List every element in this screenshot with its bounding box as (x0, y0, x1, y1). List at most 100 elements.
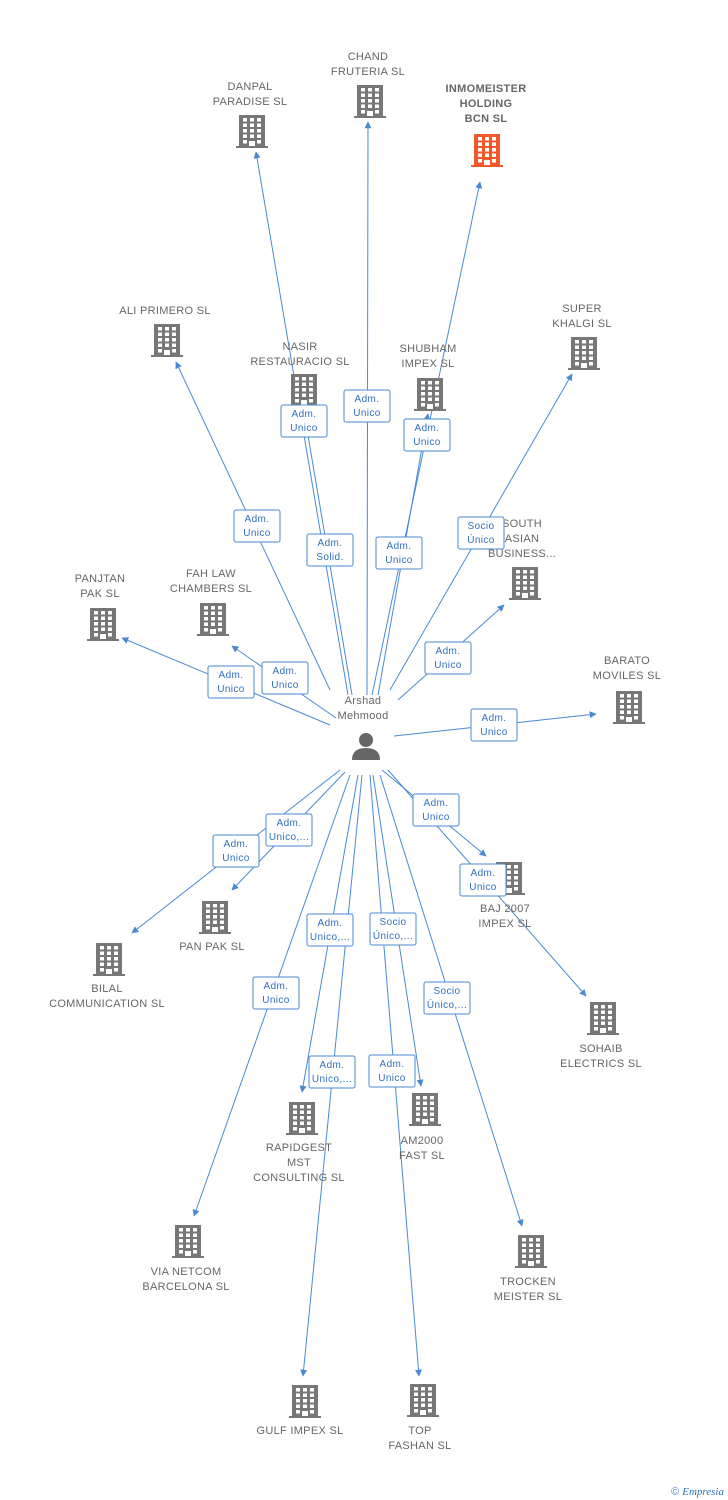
edge-label-nasir[interactable]: Adm.Unico (280, 404, 328, 438)
node-topfashan[interactable]: TOP FASHAN SL (388, 1384, 451, 1452)
node-label[interactable]: AM2000 (401, 1135, 444, 1147)
node-trocken[interactable]: TROCKEN MEISTER SL (494, 1235, 562, 1303)
node-label[interactable]: BARCELONA SL (142, 1281, 229, 1293)
node-label[interactable]: RESTAURACIO SL (250, 356, 349, 368)
node-label[interactable]: INMOMEISTER (446, 83, 527, 95)
node-label[interactable]: IMPEX SL (478, 918, 531, 930)
node-label[interactable]: FAST SL (399, 1150, 445, 1162)
building-icon[interactable] (286, 1102, 318, 1135)
edge-label-inmomeister[interactable]: Adm.Unico (403, 418, 451, 452)
node-label[interactable]: BARATO (604, 655, 650, 667)
node-label[interactable]: PANJTAN (75, 573, 126, 585)
node-label[interactable]: CHAMBERS SL (170, 583, 252, 595)
node-label[interactable]: MOVILES SL (593, 670, 661, 682)
building-icon[interactable] (289, 1385, 321, 1418)
edge-label-panpak[interactable]: Adm.Unico,... (265, 813, 313, 847)
building-icon[interactable] (471, 134, 503, 167)
edge-label-topfashan[interactable]: Adm.Unico (368, 1054, 416, 1088)
building-icon[interactable] (87, 608, 119, 641)
brand-name[interactable]: Empresia (682, 1486, 724, 1498)
node-bilal[interactable]: BILAL COMMUNICATION SL (49, 943, 165, 1010)
node-label[interactable]: BAJ 2007 (480, 903, 530, 915)
node-label[interactable]: MST (287, 1157, 311, 1169)
node-label[interactable]: ELECTRICS SL (560, 1058, 642, 1070)
building-icon[interactable] (236, 115, 268, 148)
node-vianetcom[interactable]: VIA NETCOM BARCELONA SL (142, 1225, 229, 1293)
edge-label-chand[interactable]: Adm.Unico (343, 389, 391, 423)
node-label[interactable]: FRUTERIA SL (331, 66, 405, 78)
node-label[interactable]: SUPER (562, 303, 601, 315)
node-gulf[interactable]: GULF IMPEX SL (256, 1385, 343, 1437)
node-label[interactable]: ASIAN (505, 533, 540, 545)
building-icon[interactable] (409, 1093, 441, 1126)
node-rapidgest[interactable]: RAPIDGEST MST CONSULTING SL (253, 1102, 345, 1184)
node-label[interactable]: CHAND (348, 51, 389, 63)
node-label[interactable]: BCN SL (465, 113, 508, 125)
node-superkhalgi[interactable]: SUPER KHALGI SL (552, 303, 612, 370)
node-label[interactable]: DANPAL (228, 81, 273, 93)
node-label[interactable]: IMPEX SL (401, 358, 454, 370)
node-label[interactable]: CONSULTING SL (253, 1172, 345, 1184)
building-icon[interactable] (199, 901, 231, 934)
building-icon[interactable] (172, 1225, 204, 1258)
node-aliprimero[interactable]: ALI PRIMERO SL (119, 305, 211, 357)
building-icon[interactable] (151, 324, 183, 357)
edge-label-gulf[interactable]: Adm.Unico,... (306, 913, 354, 947)
node-label[interactable]: BILAL (91, 983, 122, 995)
node-label[interactable]: SHUBHAM (399, 343, 456, 355)
edge-label-vianetcom[interactable]: Adm.Unico (252, 976, 300, 1010)
node-label[interactable]: TROCKEN (500, 1276, 556, 1288)
edge-label-fahlaw[interactable]: Adm.Unico (261, 661, 309, 695)
node-label[interactable]: TOP (408, 1425, 431, 1437)
node-label[interactable]: RAPIDGEST (266, 1142, 332, 1154)
node-label[interactable]: KHALGI SL (552, 318, 612, 330)
edge-label-bilal[interactable]: Adm.Unico (212, 834, 260, 868)
node-southasian[interactable]: SOUTHASIANBUSINESS... (488, 518, 556, 600)
edge-label-southasian[interactable]: Adm.Unico (424, 641, 472, 675)
person-label[interactable]: Arshad (345, 695, 382, 707)
node-label[interactable]: PAN PAK SL (179, 941, 245, 953)
node-sohaib[interactable]: SOHAIB ELECTRICS SL (560, 1002, 642, 1070)
building-icon[interactable] (354, 85, 386, 118)
node-label[interactable]: ALI PRIMERO SL (119, 305, 211, 317)
node-label[interactable]: FASHAN SL (388, 1440, 451, 1452)
edge-label-sohaib[interactable]: Adm.Unico (459, 863, 507, 897)
building-icon[interactable] (93, 943, 125, 976)
node-shubham[interactable]: SHUBHAM IMPEX SL (399, 343, 456, 411)
node-label[interactable]: NASIR (282, 341, 317, 353)
node-panpak[interactable]: PAN PAK SL (179, 901, 245, 953)
building-icon[interactable] (613, 691, 645, 724)
node-label[interactable]: MEISTER SL (494, 1291, 562, 1303)
node-label[interactable]: COMMUNICATION SL (49, 998, 165, 1010)
node-label[interactable]: BUSINESS... (488, 548, 556, 560)
building-icon[interactable] (288, 374, 320, 407)
edge-label-danpal[interactable]: Adm.Solid. (306, 533, 354, 567)
edge-label-barato[interactable]: Adm.Unico (470, 708, 518, 742)
person-label[interactable]: Mehmood (337, 710, 388, 722)
building-icon[interactable] (414, 378, 446, 411)
edge-label-am2000[interactable]: SocioÚnico,... (369, 912, 417, 946)
node-inmomeister[interactable]: INMOMEISTER HOLDING BCN SL (446, 83, 527, 167)
edge-label-rapidgest[interactable]: Adm.Unico,... (308, 1055, 356, 1089)
node-label[interactable]: VIA NETCOM (151, 1266, 222, 1278)
person-icon[interactable] (352, 733, 380, 760)
node-label[interactable]: HOLDING (460, 98, 513, 110)
edge-label-shubham[interactable]: Adm.Unico (375, 536, 423, 570)
edge-label-baj2007[interactable]: Adm.Unico (412, 793, 460, 827)
node-label[interactable]: GULF IMPEX SL (256, 1425, 343, 1437)
node-label[interactable]: SOHAIB (579, 1043, 622, 1055)
node-nasir[interactable]: NASIR RESTAURACIO SL (250, 341, 349, 407)
node-danpal[interactable]: DANPAL PARADISE SL (213, 81, 288, 148)
node-chand[interactable]: CHAND FRUTERIA SL (331, 51, 405, 118)
building-icon[interactable] (407, 1384, 439, 1417)
node-label[interactable]: PARADISE SL (213, 96, 288, 108)
building-icon[interactable] (509, 567, 541, 600)
edge-label-aliprimero[interactable]: Adm.Unico (233, 509, 281, 543)
building-icon[interactable] (515, 1235, 547, 1268)
node-barato[interactable]: BARATO MOVILES SL (593, 655, 661, 724)
